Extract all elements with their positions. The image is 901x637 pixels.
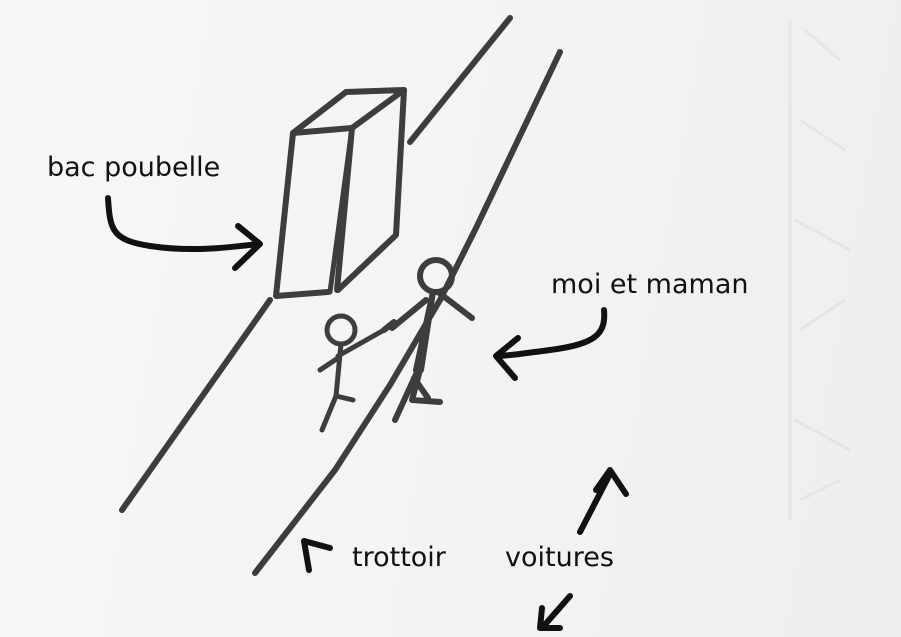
mother-figure [381,257,475,423]
road-edge-line [252,49,563,576]
trash-bin-drawing [273,87,407,299]
sidewalk-label: trottoir [352,542,446,573]
child-figure [317,313,387,433]
me-and-mom-label: moi et maman [551,269,749,300]
bin-label-arrow [105,195,263,271]
me-and-mom-arrow [493,307,608,381]
sidewalk-edge-line [119,15,513,513]
cars-up-arrow [577,467,629,535]
sidewalk-arrow [301,538,333,573]
bleed-through-marks [788,20,851,520]
cars-down-arrow [537,593,573,631]
trash-bin-label: bac poubelle [47,152,221,183]
cars-label: voitures [505,542,614,573]
